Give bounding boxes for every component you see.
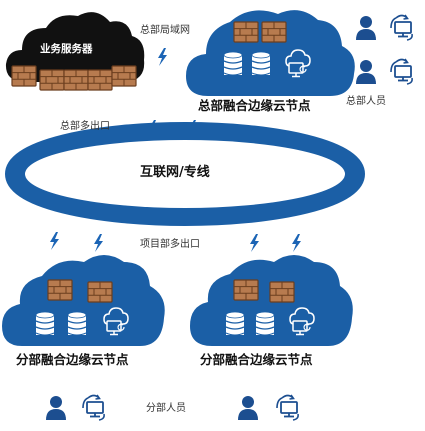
business-server-label: 业务服务器 xyxy=(40,43,93,55)
business-server-cloud xyxy=(5,12,145,82)
hq-node-label: 总部融合边缘云节点 xyxy=(198,98,311,113)
branch-node-left-label: 分部融合边缘云节点 xyxy=(16,352,129,367)
computer-sync-icon xyxy=(390,14,414,85)
internet-label: 互联网/专线 xyxy=(140,165,210,180)
branch-node-right-label: 分部融合边缘云节点 xyxy=(200,352,313,367)
firewall-icon xyxy=(11,65,137,91)
branch-staff-label: 分部人员 xyxy=(146,403,186,414)
hq-multi-exit-label: 总部多出口 xyxy=(60,121,110,132)
internet-ring xyxy=(5,122,365,226)
hq-staff-label: 总部人员 xyxy=(346,96,386,107)
hq-lan-label: 总部局域网 xyxy=(140,25,190,36)
project-multi-exit-label: 项目部多出口 xyxy=(140,239,200,250)
person-icon xyxy=(356,16,376,84)
computer-sync-icon xyxy=(82,394,300,421)
